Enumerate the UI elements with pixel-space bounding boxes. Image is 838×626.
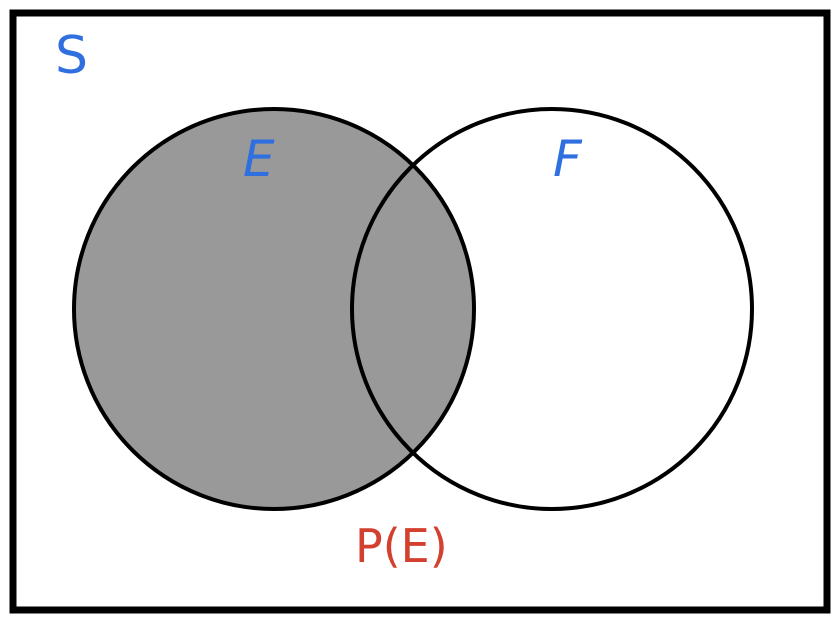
- set-e-circle: [72, 107, 476, 511]
- universal-set-label: S: [55, 26, 88, 86]
- set-f-label: F: [553, 130, 583, 188]
- set-e-label: E: [243, 130, 275, 188]
- set-f-circle: [350, 107, 754, 511]
- shaded-region-label: P(E): [355, 519, 448, 573]
